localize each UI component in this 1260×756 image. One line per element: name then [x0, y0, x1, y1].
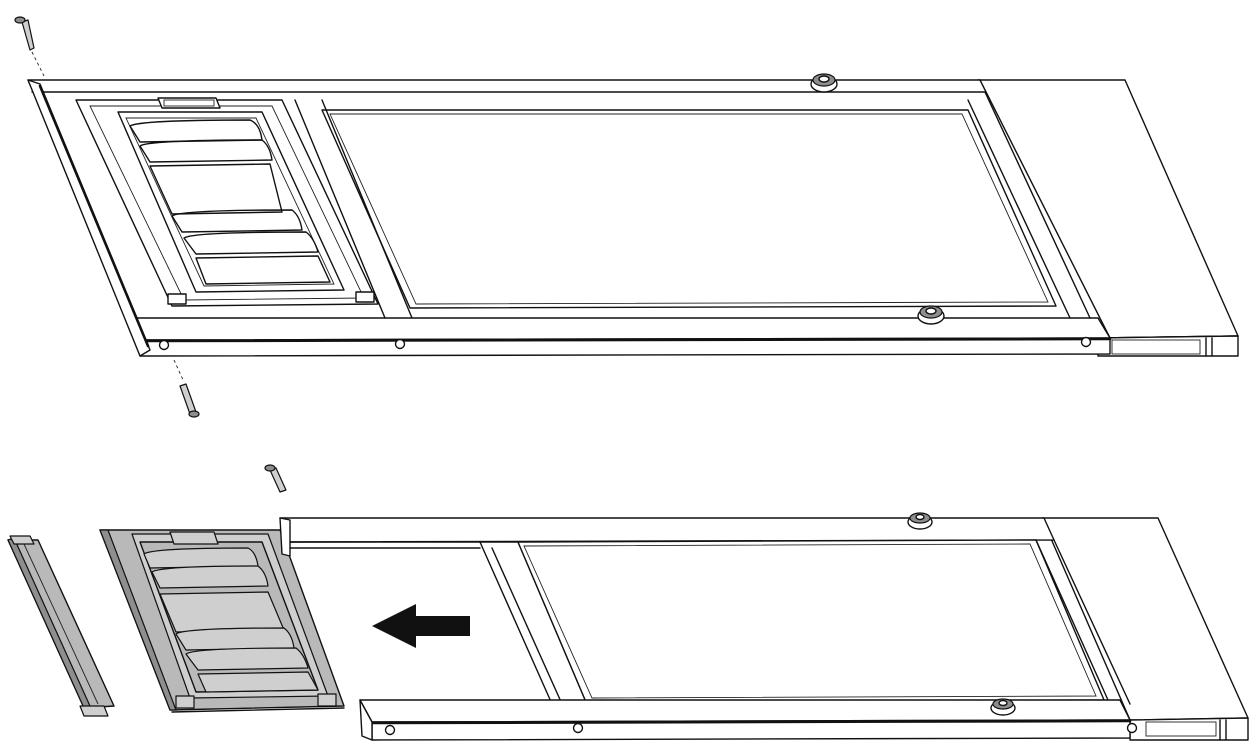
rail-hole — [1126, 722, 1138, 734]
pet-door-flap-bottom — [99, 529, 345, 713]
sliding-extension-bottom — [1041, 517, 1249, 741]
end-cap-strip — [7, 535, 115, 717]
screw-exploded — [264, 464, 287, 493]
rail-hole — [384, 724, 396, 736]
screw-top-left — [14, 16, 45, 77]
knob-bottom-back — [907, 512, 933, 530]
sliding-extension-top — [977, 79, 1239, 357]
screw-bottom — [173, 359, 200, 418]
assembled-view — [14, 16, 1239, 418]
pet-door-flap-top — [75, 97, 379, 307]
rail-hole — [394, 338, 406, 350]
rail-hole — [158, 339, 170, 351]
knob-bottom-front — [990, 698, 1016, 716]
knob-top-back — [810, 73, 838, 93]
frame-panel-bottom — [279, 517, 1138, 741]
knob-top-front — [917, 305, 945, 325]
direction-arrow-left — [372, 604, 470, 648]
exploded-view — [7, 464, 1249, 741]
rail-hole — [572, 722, 584, 734]
rail-hole — [1080, 336, 1092, 348]
